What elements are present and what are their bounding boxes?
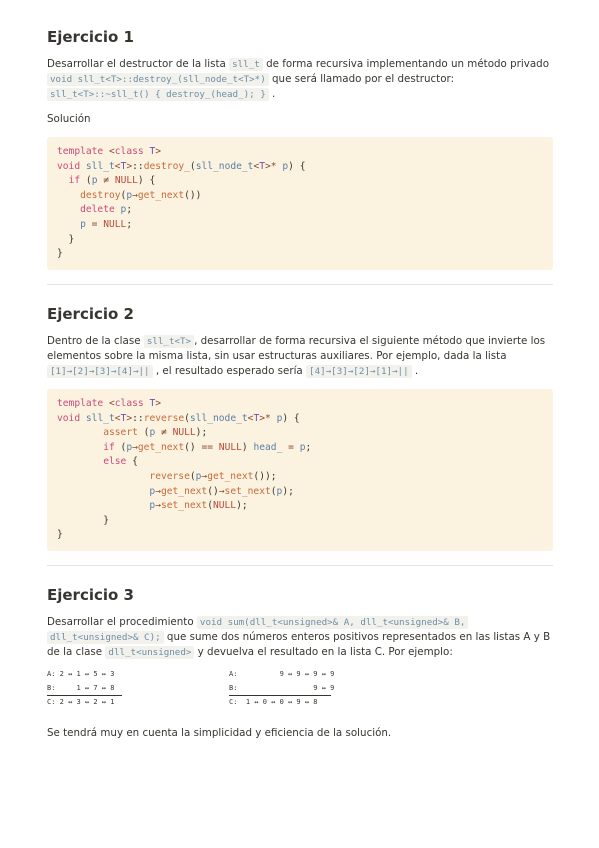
inline-code: dll_t<unsigned>& C); <box>47 631 164 644</box>
inline-code: [1]→[2]→[3]→[4]→|| <box>47 365 153 378</box>
divider <box>47 565 553 566</box>
inline-code: sll_t<T> <box>143 335 195 348</box>
example-2-c: C: 1 ↔ 0 ↔ 0 ↔ 9 ↔ 8 <box>229 695 331 710</box>
example-1-a: A: 2 ↔ 1 ↔ 5 ↔ 3 <box>47 670 115 678</box>
exercise-3: Ejercicio 3 Desarrollar el procedimiento… <box>47 586 553 741</box>
exercise-1-title: Ejercicio 1 <box>47 28 134 46</box>
exercise-3-statement: Desarrollar el procedimiento void sum(dl… <box>47 616 554 659</box>
inline-code: dll_t<unsigned> <box>105 646 195 659</box>
exercise-3-title: Ejercicio 3 <box>47 586 134 604</box>
solution-label: Solución <box>47 113 91 125</box>
divider <box>47 284 553 285</box>
exercise-1: Ejercicio 1 Desarrollar el destructor de… <box>47 28 553 270</box>
inline-code: sll_t<T>::~sll_t() { destroy_(head_); } <box>47 88 269 101</box>
inline-code: sll_t <box>229 58 263 71</box>
inline-code: void sum(dll_t<unsigned>& A, dll_t<unsig… <box>196 616 469 629</box>
example-2: A: 9 ↔ 9 ↔ 9 ↔ 9 B: 9 ↔ 9 C: 1 ↔ 0 ↔ 0 ↔… <box>229 668 335 710</box>
closing-note: Se tendrá muy en cuenta la simplicidad y… <box>47 727 392 739</box>
example-1-b: B: 1 ↔ 7 ↔ 8 <box>47 683 115 692</box>
code-block-destroy: template <class T> void sll_t<T>::destro… <box>47 137 553 270</box>
example-2-b: B: 9 ↔ 9 <box>229 683 335 692</box>
exercise-2-statement: Dentro de la clase sll_t<T>, desarrollar… <box>47 335 549 378</box>
example-1: A: 2 ↔ 1 ↔ 5 ↔ 3 B: 1 ↔ 7 ↔ 8 C: 2 ↔ 3 ↔… <box>47 668 122 710</box>
code-block-reverse: template <class T> void sll_t<T>::revers… <box>47 389 553 551</box>
inline-code: void sll_t<T>::destroy_(sll_node_t<T>*) <box>47 73 269 86</box>
example-1-c: C: 2 ↔ 3 ↔ 2 ↔ 1 <box>47 695 122 710</box>
exercise-1-statement: Desarrollar el destructor de la lista sl… <box>47 58 549 101</box>
inline-code: [4]→[3]→[2]→[1]→|| <box>306 365 412 378</box>
exercise-2-title: Ejercicio 2 <box>47 305 134 323</box>
sum-examples: A: 2 ↔ 1 ↔ 5 ↔ 3 B: 1 ↔ 7 ↔ 8 C: 2 ↔ 3 ↔… <box>47 668 553 718</box>
exercise-2: Ejercicio 2 Dentro de la clase sll_t<T>,… <box>47 305 553 551</box>
example-2-a: A: 9 ↔ 9 ↔ 9 ↔ 9 <box>229 670 335 678</box>
